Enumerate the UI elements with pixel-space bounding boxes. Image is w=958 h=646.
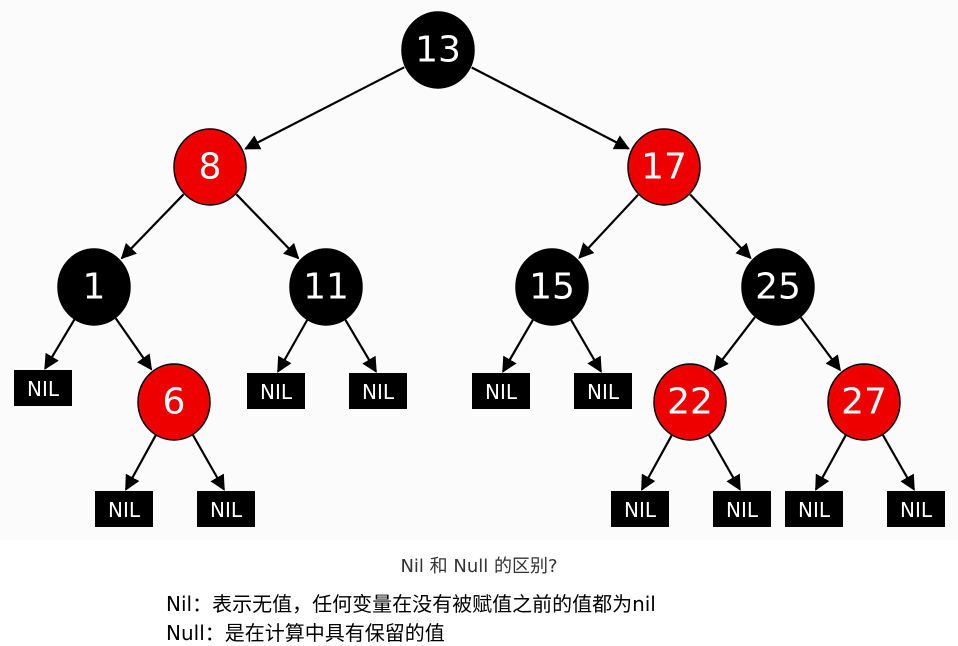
- nil-label: NIL: [108, 498, 141, 522]
- nil-box: [95, 491, 153, 527]
- nil-label: NIL: [726, 498, 759, 522]
- edge-n6-nil-1: [124, 434, 157, 491]
- nil-box: [14, 370, 72, 406]
- nil-box: [785, 491, 843, 527]
- node-label: 15: [529, 267, 575, 308]
- tree-node-17: 17: [627, 128, 701, 206]
- edge-n13-n17: [471, 66, 630, 150]
- node-label: 17: [641, 147, 687, 188]
- nil-box: [887, 491, 945, 527]
- edge-n8-n1: [120, 193, 185, 260]
- red-node-circle: [827, 363, 901, 441]
- edge-n8-n11: [235, 193, 300, 260]
- nil-label: NIL: [900, 498, 933, 522]
- nil-leaf: NIL: [349, 373, 407, 409]
- nil-leaf: NIL: [197, 491, 255, 527]
- black-node-circle: [57, 248, 131, 326]
- nil-label: NIL: [485, 380, 518, 404]
- black-node-circle: [401, 11, 475, 89]
- tree-node-1: 1: [57, 248, 131, 326]
- tree-node-13: 13: [401, 11, 475, 89]
- edge-n11-nil-3: [277, 319, 309, 373]
- node-label: 1: [83, 267, 106, 308]
- red-node-circle: [653, 363, 727, 441]
- nil-leaf: NIL: [785, 491, 843, 527]
- red-node-circle: [173, 128, 247, 206]
- edge-n17-n25: [689, 193, 752, 260]
- node-label: 8: [199, 147, 222, 188]
- nil-leaf: NIL: [472, 373, 530, 409]
- nil-leaf: NIL: [14, 370, 72, 406]
- edge-n1-n6: [114, 317, 153, 371]
- edge-n22-nil-7: [640, 434, 673, 491]
- edge-n27-nil-9: [814, 434, 847, 491]
- nil-leaf: NIL: [713, 491, 771, 527]
- nil-box: [713, 491, 771, 527]
- nil-box: [574, 373, 632, 409]
- tree-node-27: 27: [827, 363, 901, 441]
- edge-n25-n22: [713, 316, 756, 372]
- node-label: 13: [415, 30, 461, 71]
- tree-node-8: 8: [173, 128, 247, 206]
- caption-null-definition: Null：是在计算中具有保留的值: [166, 621, 445, 645]
- nil-leaf: NIL: [887, 491, 945, 527]
- edge-n15-nil-5: [502, 319, 534, 373]
- nil-label: NIL: [362, 380, 395, 404]
- edge-n1-nil-0: [44, 319, 76, 370]
- nil-box: [247, 373, 305, 409]
- edge-n25-n27: [799, 316, 841, 372]
- tree-edges: [44, 66, 915, 491]
- nil-leaf: NIL: [611, 491, 669, 527]
- nil-label: NIL: [624, 498, 657, 522]
- edge-n6-nil-2: [191, 434, 225, 491]
- caption-title: Nil 和 Null 的区别?: [400, 556, 558, 577]
- nil-leaves: NIL NIL NIL NIL NIL NIL NIL NIL NIL NIL NIL: [14, 370, 945, 527]
- nil-box: [611, 491, 669, 527]
- caption-nil-definition: Nil：表示无值，任何变量在没有被赋值之前的值都为nil: [166, 592, 656, 616]
- tree-node-6: 6: [137, 363, 211, 441]
- nil-box: [349, 373, 407, 409]
- nil-leaf: NIL: [574, 373, 632, 409]
- node-label: 11: [303, 267, 349, 308]
- edge-n13-n8: [244, 66, 405, 150]
- node-label: 22: [667, 382, 713, 423]
- tree-node-11: 11: [289, 248, 363, 326]
- red-node-circle: [137, 363, 211, 441]
- nil-label: NIL: [27, 377, 60, 401]
- nil-label: NIL: [260, 380, 293, 404]
- edge-n27-nil-10: [881, 434, 915, 491]
- nil-label: NIL: [798, 498, 831, 522]
- black-node-circle: [741, 248, 815, 326]
- edge-n11-nil-4: [344, 319, 377, 373]
- node-label: 6: [163, 382, 186, 423]
- nil-leaf: NIL: [247, 373, 305, 409]
- black-node-circle: [289, 248, 363, 326]
- tree-node-25: 25: [741, 248, 815, 326]
- node-label: 25: [755, 267, 801, 308]
- node-label: 27: [841, 382, 887, 423]
- tree-node-15: 15: [515, 248, 589, 326]
- edge-n15-nil-6: [570, 319, 602, 373]
- black-node-circle: [515, 248, 589, 326]
- edge-n22-nil-8: [707, 434, 741, 491]
- edge-n17-n15: [578, 194, 639, 259]
- red-node-circle: [627, 128, 701, 206]
- nil-label: NIL: [210, 498, 243, 522]
- nil-box: [197, 491, 255, 527]
- nil-label: NIL: [587, 380, 620, 404]
- tree-node-22: 22: [653, 363, 727, 441]
- nil-leaf: NIL: [95, 491, 153, 527]
- nil-box: [472, 373, 530, 409]
